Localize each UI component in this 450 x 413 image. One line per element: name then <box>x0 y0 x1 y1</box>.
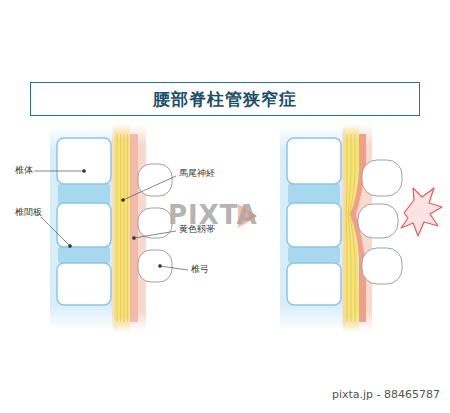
part-label: 椎体 <box>14 165 34 175</box>
part-label: 椎間板 <box>14 207 43 217</box>
title: 腰部脊柱管狭窄症 <box>30 82 420 116</box>
stenosis-spine <box>280 124 442 332</box>
part-label: 馬尾神経 <box>178 168 216 178</box>
credit-text: pixta.jp - 88465787 <box>332 388 440 401</box>
watermark: PIXTA <box>168 200 258 230</box>
leader-lines <box>32 169 188 270</box>
part-label: 椎弓 <box>190 264 210 274</box>
pain-burst <box>401 188 442 236</box>
normal-spine <box>50 124 172 332</box>
